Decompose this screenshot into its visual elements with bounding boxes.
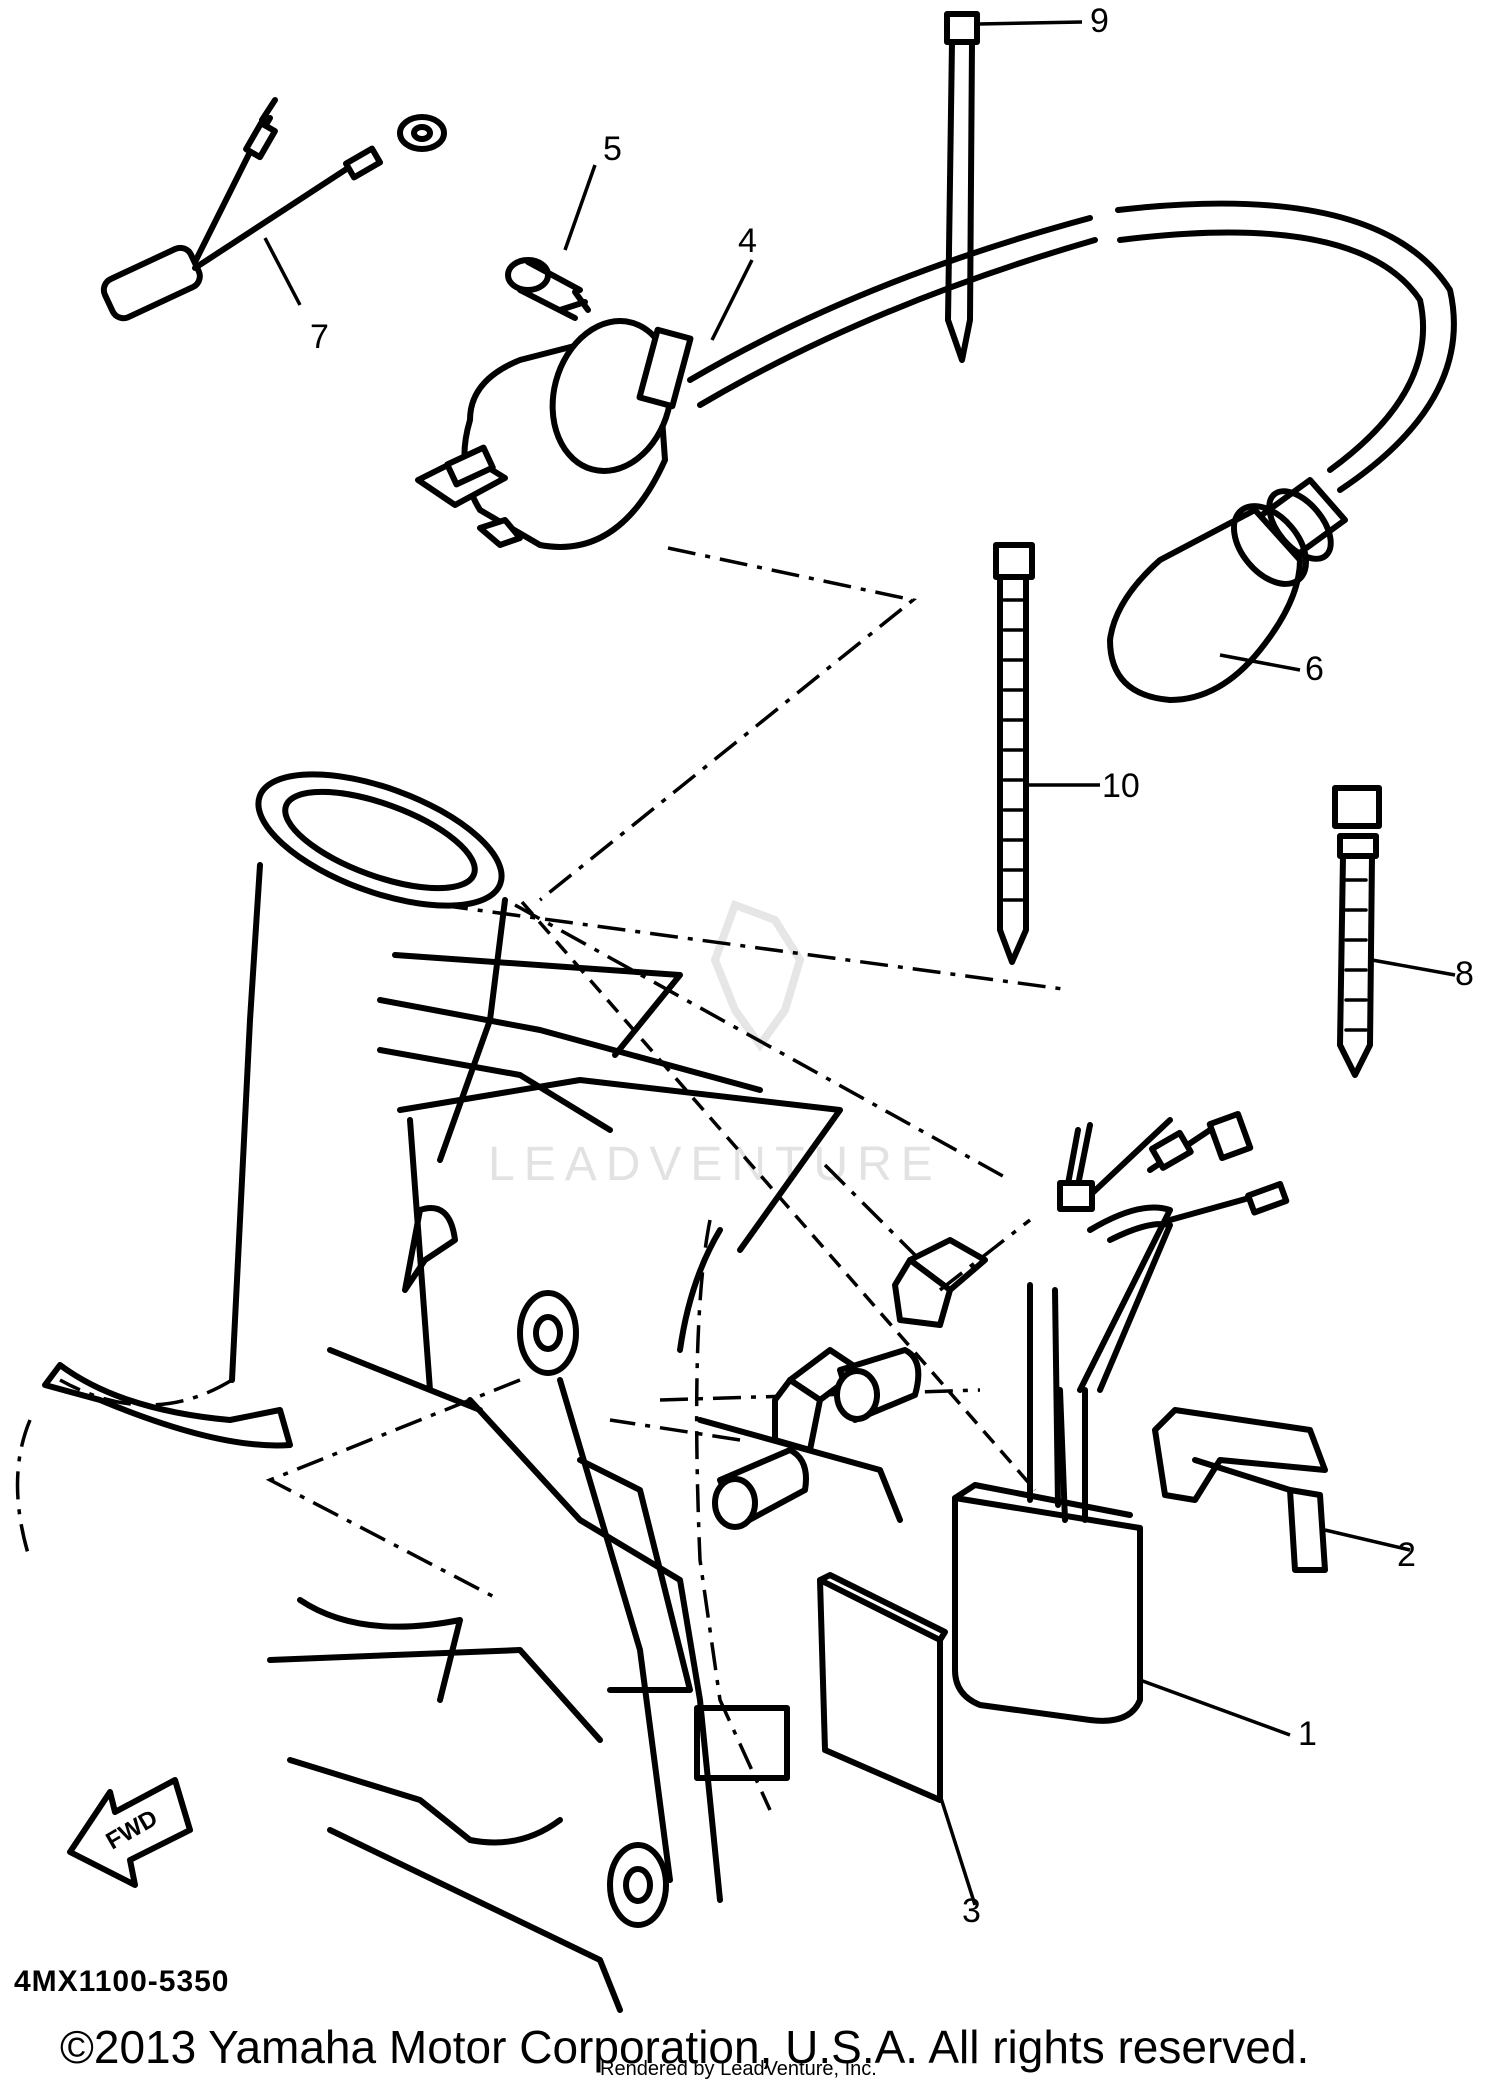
leader-4 <box>710 259 754 341</box>
leadventure-watermark: LEADVENTURE <box>488 899 942 1191</box>
copyright-notice: ©2013 Yamaha Motor Corporation, U.S.A. A… <box>60 2021 1310 2073</box>
part-1-cdi-unit[interactable] <box>952 1110 1290 1724</box>
callout-10: 10 <box>1102 767 1140 805</box>
coil-lead-lower-2 <box>1117 229 1427 473</box>
leader-7 <box>263 237 302 306</box>
coil-lead-lower <box>697 237 1098 408</box>
callout-1: 1 <box>1298 1715 1317 1753</box>
rendered-by-notice: Rendered by LeadVenture, Inc. <box>600 2058 877 2080</box>
part-9-cable-tie[interactable] <box>944 11 980 363</box>
coil-lead-upper-2 <box>1115 200 1457 493</box>
part-2-bracket[interactable] <box>1152 1407 1328 1573</box>
watermark-text: LEADVENTURE <box>488 1138 942 1191</box>
callout-2: 2 <box>1397 1536 1416 1574</box>
callout-6: 6 <box>1305 650 1324 688</box>
part-4-ignition-coil[interactable] <box>415 308 694 550</box>
fwd-direction-arrow: FWD <box>67 1777 193 1888</box>
part-8-cable-tie[interactable] <box>1332 785 1382 1078</box>
leader-1 <box>1139 1678 1291 1737</box>
dowel-lower <box>712 1447 809 1530</box>
part-3-pad[interactable] <box>817 1572 948 1803</box>
leader-3 <box>938 1794 977 1906</box>
callout-4: 4 <box>738 222 757 260</box>
coil-lead-upper <box>687 215 1093 383</box>
leader-9 <box>977 20 1083 26</box>
chain-line-bracket-2 <box>938 1218 1032 1292</box>
callout-9: 9 <box>1090 2 1109 40</box>
part-10-cable-tie[interactable] <box>993 542 1035 965</box>
chain-line-coil <box>538 546 917 902</box>
dowel-upper <box>834 1347 922 1423</box>
part-5-bolt[interactable] <box>505 257 591 321</box>
leader-6 <box>1219 653 1301 672</box>
chain-line-bracket <box>823 1163 917 1257</box>
chain-line-frame <box>514 903 1011 1182</box>
callout-5: 5 <box>603 130 622 168</box>
part-6-plug-cap[interactable] <box>1107 477 1348 703</box>
dashed-line-frame <box>520 900 1037 1492</box>
part-7-wire-lead[interactable] <box>100 97 447 322</box>
frame-phantom-view <box>15 771 1071 2013</box>
leader-8 <box>1371 958 1456 977</box>
leader-5 <box>563 164 597 251</box>
callout-3: 3 <box>962 1892 981 1930</box>
callout-7: 7 <box>310 318 329 356</box>
diagram-code: 4MX1100-5350 <box>14 1965 230 1998</box>
leader-2 <box>1324 1528 1411 1552</box>
callout-8: 8 <box>1455 955 1474 993</box>
